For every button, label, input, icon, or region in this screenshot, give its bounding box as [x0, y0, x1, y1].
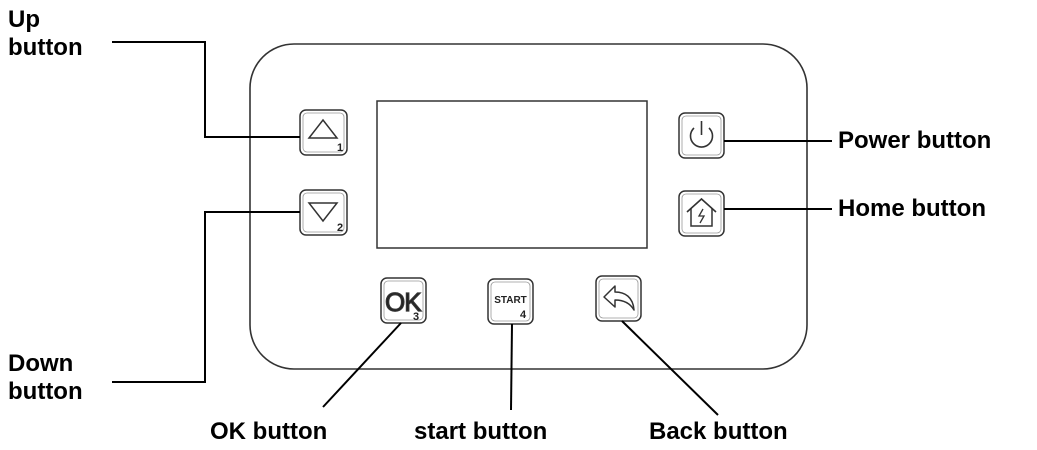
down-button-number: 2 [337, 222, 343, 234]
ok-button-callout: OK button [210, 418, 328, 445]
down-button-callout: Down button [8, 350, 83, 406]
down-leader-line [112, 211, 300, 383]
back-leader-line [621, 320, 719, 416]
start-button-callout: start button [414, 418, 548, 445]
back-button[interactable] [595, 275, 642, 322]
triangle-down-icon [307, 202, 339, 223]
display-screen [376, 100, 648, 249]
down-callout-line2: button [8, 378, 83, 405]
start-button-label: START [494, 295, 527, 306]
leader-lines [112, 41, 832, 416]
up-callout-line2: button [8, 34, 83, 61]
triangle-up-icon [307, 118, 339, 139]
back-button-callout: Back button [649, 418, 788, 445]
down-callout-line1: Down [8, 350, 74, 377]
ok-leader-line [322, 322, 402, 408]
up-button-callout: Up button [8, 6, 83, 62]
ok-button-label: OK [385, 287, 422, 317]
power-icon [689, 121, 714, 148]
start-button-number: 4 [520, 309, 527, 321]
up-button-number: 1 [337, 142, 343, 154]
home-button-callout: Home button [838, 195, 986, 222]
up-leader-line [112, 41, 300, 138]
power-button[interactable] [678, 112, 725, 159]
back-arrow-icon [603, 285, 635, 311]
home-button[interactable] [678, 190, 725, 237]
down-button[interactable]: 2 [299, 189, 348, 236]
start-leader-line [510, 323, 513, 411]
up-callout-line1: Up [8, 6, 40, 33]
power-button-callout: Power button [838, 127, 992, 154]
up-button[interactable]: 1 [299, 109, 348, 156]
start-button[interactable]: START 4 [487, 278, 534, 325]
ok-button[interactable]: OK 3 [380, 277, 427, 324]
ok-button-number: 3 [413, 311, 419, 323]
home-icon [686, 197, 717, 227]
